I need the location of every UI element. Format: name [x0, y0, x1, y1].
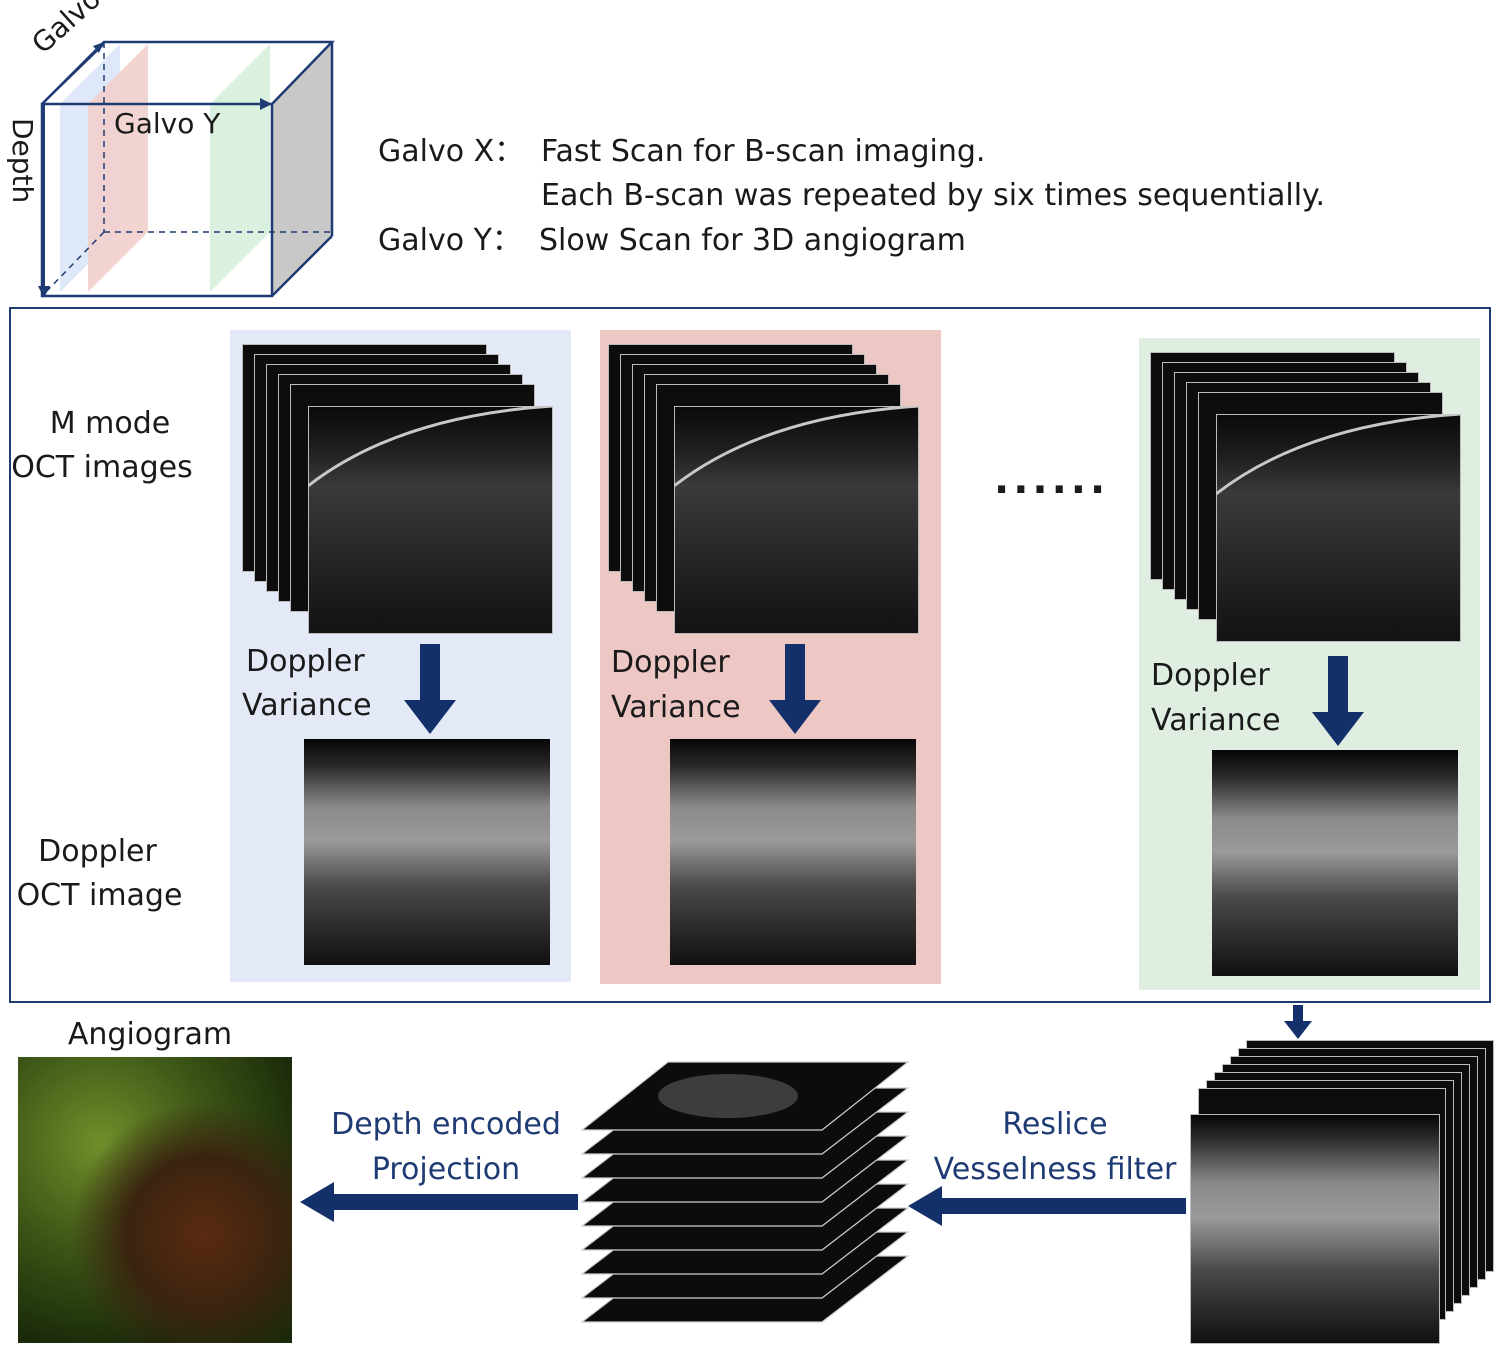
- doppler-image-3: [1212, 750, 1458, 976]
- projection-label-line2: Projection: [371, 1152, 521, 1187]
- legend-galvo-x-line1: Fast Scan for B-scan imaging.: [541, 134, 986, 169]
- ellipsis: ......: [994, 457, 1110, 503]
- doppler-volume-stack: [1190, 1040, 1496, 1350]
- mmode-label-line2: OCT images: [11, 450, 193, 485]
- step-label-2-line2: Variance: [611, 690, 741, 725]
- bscan-processing-frame: [9, 307, 1491, 1003]
- step-label-3-line1: Doppler: [1151, 658, 1270, 693]
- left-arrow-projection: [300, 1182, 578, 1222]
- en-face-slice-stack: [578, 1058, 910, 1348]
- step-label-1-line1: Doppler: [246, 644, 365, 679]
- doppler-image-2: [670, 739, 916, 965]
- axis-depth-label: Depth: [6, 118, 39, 204]
- down-arrow-to-volume: [1284, 1005, 1312, 1039]
- step-label-2-line1: Doppler: [611, 645, 730, 680]
- legend-galvo-x-line2: Each B-scan was repeated by six times se…: [541, 178, 1326, 213]
- mmode-label-line1: M mode: [49, 406, 171, 441]
- legend-galvo-y-line1: Slow Scan for 3D angiogram: [539, 223, 966, 258]
- scan-cube-drawing: [38, 40, 335, 298]
- down-arrow-3: [1312, 656, 1364, 746]
- projection-label-line1: Depth encoded: [331, 1107, 561, 1142]
- down-arrow-2: [769, 644, 821, 734]
- mmode-stack-1: [242, 344, 554, 636]
- step-label-3-line2: Variance: [1151, 703, 1281, 738]
- mmode-stack-3: [1150, 352, 1462, 644]
- scan-cube: Galvo X Galvo Y Depth: [0, 0, 350, 310]
- step-label-1-line2: Variance: [242, 688, 372, 723]
- axis-galvo-y-label: Galvo Y: [114, 107, 221, 140]
- angiogram-title: Angiogram: [67, 1017, 233, 1052]
- reslice-label-line2: Vesselness filter: [933, 1152, 1177, 1187]
- mmode-stack-2: [608, 344, 920, 636]
- doppler-oct-label-line2: OCT image: [16, 878, 183, 913]
- down-arrow-1: [404, 644, 456, 734]
- left-arrow-reslice: [908, 1186, 1186, 1226]
- reslice-label-line1: Reslice: [1002, 1107, 1108, 1142]
- legend-galvo-x-key: Galvo X：: [378, 134, 525, 169]
- doppler-image-1: [304, 739, 550, 965]
- doppler-oct-label-line1: Doppler: [38, 834, 157, 869]
- angiogram-image: [18, 1057, 292, 1343]
- legend-galvo-y-key: Galvo Y：: [378, 223, 522, 258]
